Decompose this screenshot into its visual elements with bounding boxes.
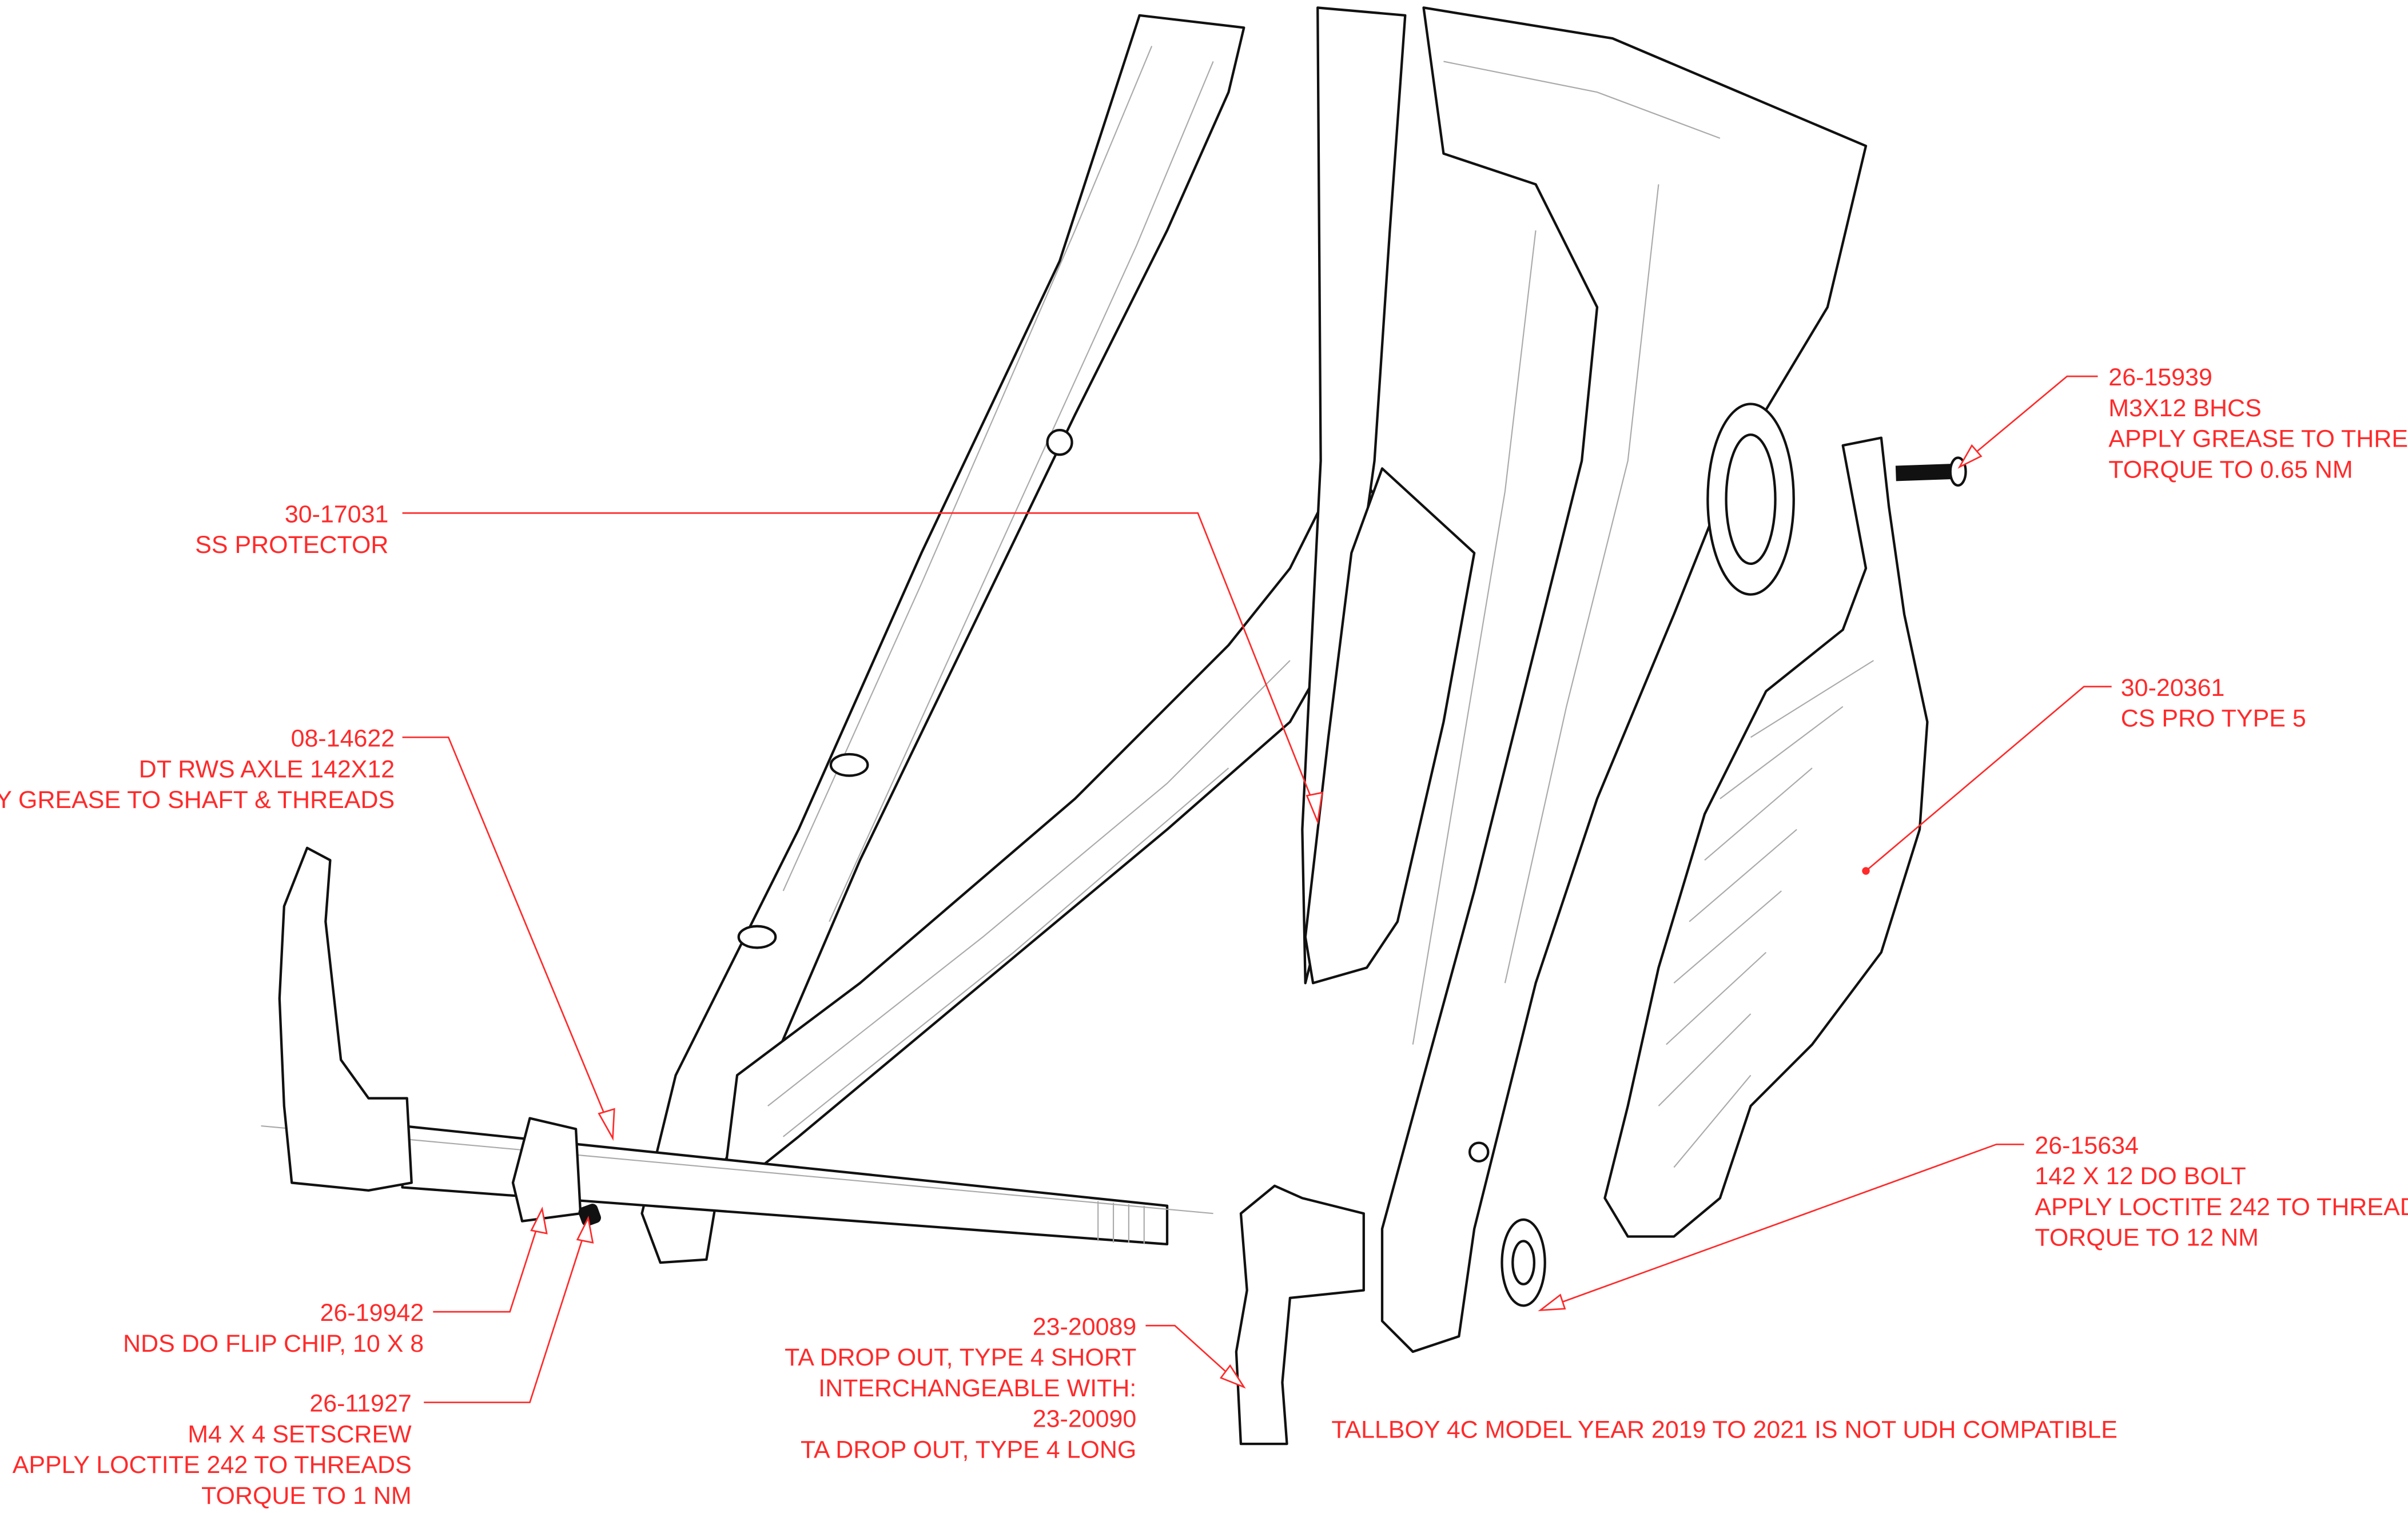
part-description: SS PROTECTOR [195, 531, 388, 559]
callout-do-bolt: 26-15634 142 X 12 DO BOLT APPLY LOCTITE … [1538, 1132, 2408, 1312]
part-number: 26-11927 [309, 1390, 411, 1418]
callout-dropout: 23-20089 TA DROP OUT, TYPE 4 SHORT INTER… [785, 1313, 1246, 1463]
callout-axle: 08-14622 DT RWS AXLE 142X12 APPLY GREASE… [0, 725, 615, 1141]
part-instruction: APPLY GREASE TO SHAFT & THREADS [0, 786, 395, 814]
part-torque: TORQUE TO 0.65 NM [2108, 456, 2353, 483]
alt-part-number: 23-20090 [1033, 1406, 1137, 1433]
part-note: INTERCHANGEABLE WITH: [818, 1375, 1136, 1402]
part-number: 23-20089 [1033, 1313, 1137, 1340]
rear-triangle-drawing [261, 6, 1967, 1446]
part-number: 08-14622 [291, 725, 395, 752]
part-number: 30-17031 [285, 500, 389, 528]
part-torque: TORQUE TO 12 NM [2035, 1224, 2259, 1252]
part-description: DT RWS AXLE 142X12 [139, 755, 395, 783]
callout-ss-protector: 30-17031 SS PROTECTOR [195, 500, 1323, 825]
callout-setscrew: 26-11927 M4 X 4 SETSCREW APPLY LOCTITE 2… [13, 1216, 594, 1510]
part-description: NDS DO FLIP CHIP, 10 X 8 [123, 1330, 424, 1357]
callout-bhcs: 26-15939 M3X12 BHCS APPLY GREASE TO THRE… [1957, 364, 2408, 483]
part-description: 142 X 12 DO BOLT [2035, 1162, 2246, 1190]
compatibility-note: TALLBOY 4C MODEL YEAR 2019 TO 2021 IS NO… [1331, 1416, 2118, 1443]
part-instruction: APPLY GREASE TO THREADS [2108, 425, 2408, 453]
part-instruction: APPLY LOCTITE 242 TO THREADS [2035, 1193, 2408, 1221]
alt-part-description: TA DROP OUT, TYPE 4 LONG [801, 1436, 1136, 1463]
part-description: M3X12 BHCS [2108, 395, 2261, 422]
part-description: TA DROP OUT, TYPE 4 SHORT [785, 1344, 1136, 1371]
part-torque: TORQUE TO 1 NM [201, 1482, 412, 1510]
part-number: 30-20361 [2121, 674, 2225, 702]
part-description: CS PRO TYPE 5 [2121, 705, 2306, 732]
part-number: 26-15634 [2035, 1132, 2139, 1159]
part-instruction: APPLY LOCTITE 242 TO THREADS [13, 1451, 412, 1479]
part-number: 26-15939 [2108, 364, 2212, 391]
part-description: M4 X 4 SETSCREW [188, 1420, 412, 1448]
callout-flip-chip: 26-19942 NDS DO FLIP CHIP, 10 X 8 [123, 1206, 548, 1357]
part-number: 26-19942 [320, 1299, 424, 1327]
callout-cs-protector: 30-20361 CS PRO TYPE 5 [1862, 674, 2306, 875]
